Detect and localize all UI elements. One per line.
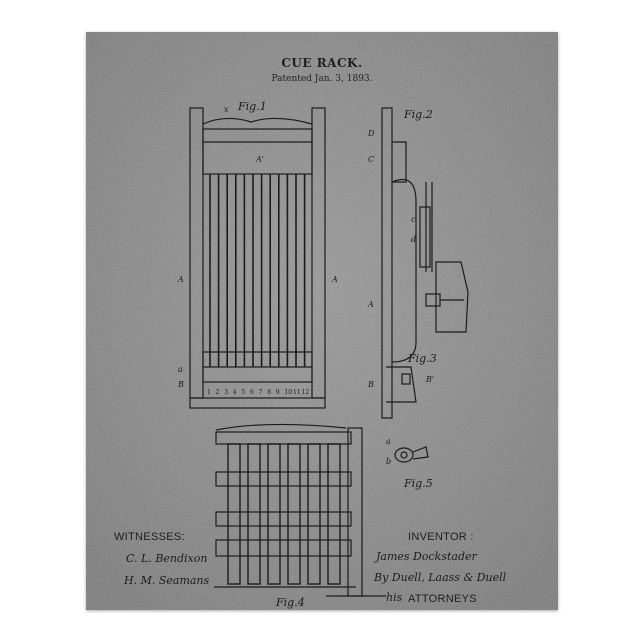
- attorneys-label: ATTORNEYS: [408, 593, 477, 605]
- svg-text:B': B': [425, 375, 434, 384]
- rack-number: 9: [276, 389, 280, 396]
- rack-number: 4: [233, 389, 237, 396]
- svg-text:b: b: [386, 457, 391, 466]
- figure-5: Fig.5 a b: [386, 437, 433, 490]
- figure-2: Fig.2 Fig.3 D C c d A B B': [367, 108, 468, 418]
- svg-text:C. L. Bendixon: C. L. Bendixon: [126, 552, 207, 565]
- witnesses-label: WITNESSES:: [114, 531, 185, 543]
- rack-slot: [328, 444, 340, 584]
- svg-text:A: A: [367, 300, 374, 309]
- rack-slot: [268, 444, 280, 584]
- fig-5-label: Fig.5: [403, 477, 433, 490]
- rack-number: 1: [207, 389, 211, 396]
- svg-text:d: d: [411, 235, 416, 244]
- rack-number: 10: [284, 389, 292, 396]
- svg-text:B: B: [367, 380, 374, 389]
- svg-text:D: D: [367, 129, 375, 138]
- svg-text:H. M. Seamans: H. M. Seamans: [123, 574, 210, 587]
- fig-2-label: Fig.2: [403, 108, 433, 121]
- svg-text:James Dockstader: James Dockstader: [374, 550, 477, 563]
- svg-text:a: a: [386, 437, 391, 446]
- svg-text:his: his: [386, 591, 403, 604]
- patent-poster: CUE RACK. Patented Jan. 3, 1893. Fig.1 x…: [86, 32, 558, 610]
- rack-number: 8: [267, 389, 271, 396]
- rack-number: 7: [259, 389, 263, 396]
- svg-text:c: c: [411, 215, 416, 224]
- svg-text:A': A': [255, 155, 264, 164]
- svg-text:By Duell, Laass & Duell: By Duell, Laass & Duell: [373, 571, 507, 584]
- figure-1: Fig.1 x A' A A a B 123456789101112: [177, 100, 338, 408]
- svg-text:A: A: [177, 275, 184, 284]
- svg-text:C: C: [368, 155, 374, 164]
- patent-drawing: Fig.1 x A' A A a B 123456789101112 Fig.2…: [86, 32, 558, 610]
- rack-number: 2: [216, 389, 220, 396]
- rack-number: 12: [302, 389, 310, 396]
- rack-number: 6: [250, 389, 254, 396]
- rack-number: 11: [293, 389, 301, 396]
- rack-number: 5: [241, 389, 245, 396]
- rack-slot: [248, 444, 260, 584]
- svg-text:x: x: [224, 105, 229, 114]
- fig-3-label: Fig.3: [407, 352, 437, 365]
- figure-4: Fig.4: [214, 424, 386, 609]
- svg-text:B: B: [177, 380, 184, 389]
- rack-slot: [288, 444, 300, 584]
- svg-text:a: a: [178, 365, 183, 374]
- svg-text:A: A: [331, 275, 338, 284]
- inventor-label: INVENTOR :: [408, 531, 474, 543]
- rack-slot: [228, 444, 240, 584]
- rack-slot: [308, 444, 320, 584]
- fig-1-label: Fig.1: [237, 100, 267, 113]
- fig-4-label: Fig.4: [275, 596, 305, 609]
- rack-number: 3: [224, 389, 228, 396]
